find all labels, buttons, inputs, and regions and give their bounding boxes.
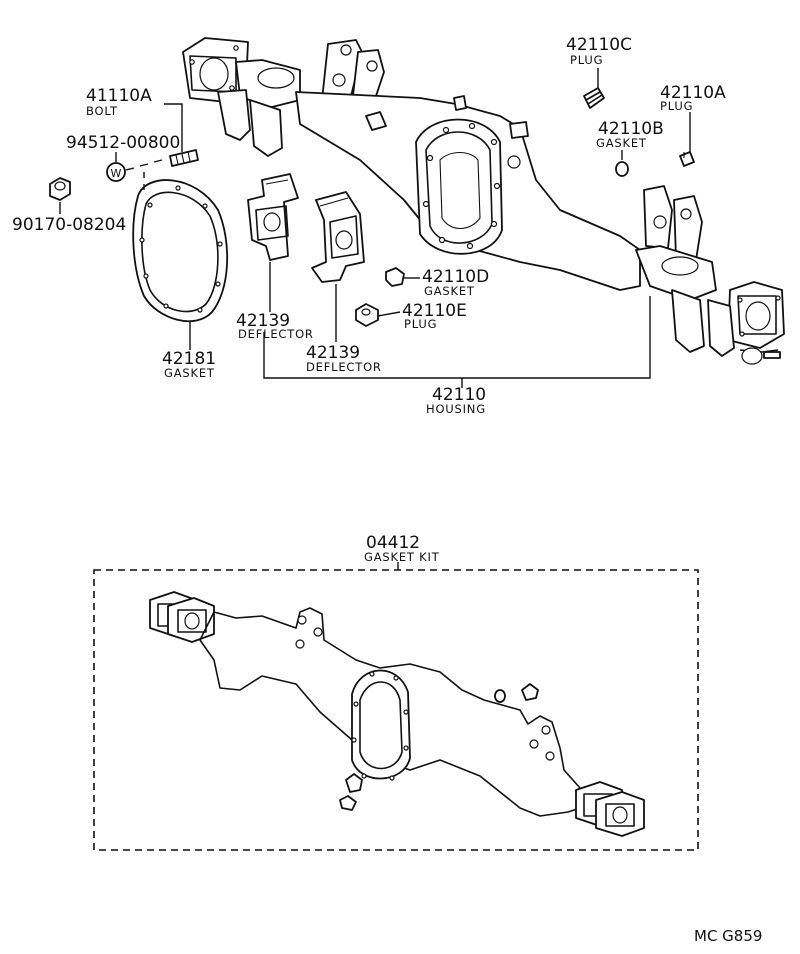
gasket-b-label: GASKET xyxy=(596,136,647,150)
nut-number: 90170-08204 xyxy=(12,215,126,235)
washer-drawing: W xyxy=(106,162,126,182)
leader-lines-upper xyxy=(59,68,691,388)
plug-c-label: PLUG xyxy=(570,53,603,67)
plug-e-number: 42110E xyxy=(402,301,467,321)
deflector-2-number: 42139 xyxy=(306,343,360,363)
gasket-kit-label: GASKET KIT xyxy=(364,550,440,564)
nut-drawing xyxy=(49,177,71,201)
plug-c-number: 42110C xyxy=(566,35,632,55)
plug-a-number: 42110A xyxy=(660,83,726,103)
plug-e-label: PLUG xyxy=(404,317,437,331)
plug-e-drawing xyxy=(355,303,379,327)
cover-gasket-number: 42181 xyxy=(162,349,216,369)
gasket-d-label: GASKET xyxy=(424,284,475,298)
deflector-1-number: 42139 xyxy=(236,311,290,331)
deflector-2-drawing xyxy=(311,191,365,283)
gasket-d-number: 42110D xyxy=(422,267,489,287)
axle-housing-drawing xyxy=(182,37,785,365)
gasket-b-drawing xyxy=(615,161,629,177)
cover-bolt-holes xyxy=(422,122,501,250)
gasket-kit-number: 04412 xyxy=(366,533,420,553)
deflector-2-label: DEFLECTOR xyxy=(306,360,382,374)
gasket-kit-drawing xyxy=(149,591,645,837)
gasket-kit-callout: 04412 GASKET KIT xyxy=(364,533,440,570)
washer-number: 94512-00800 xyxy=(66,133,180,153)
cover-gasket-drawing xyxy=(132,179,229,322)
plug-c-drawing xyxy=(583,87,605,109)
gasket-kit-frame xyxy=(93,569,699,851)
housing-label: HOUSING xyxy=(426,402,486,416)
callouts-upper: 42110C PLUG 42110A PLUG 42110B GASKET 41… xyxy=(12,35,726,416)
plug-a-drawing xyxy=(679,151,695,167)
cover-gasket-label: GASKET xyxy=(164,366,215,380)
housing-number: 42110 xyxy=(432,385,486,405)
deflector-1-drawing xyxy=(247,173,299,261)
plug-a-label: PLUG xyxy=(660,99,693,113)
washer-symbol: W xyxy=(111,167,122,180)
bolt-label: BOLT xyxy=(86,104,118,118)
deflector-1-label: DEFLECTOR xyxy=(238,327,314,341)
bolt-number: 41110A xyxy=(86,86,152,106)
gasket-d-drawing xyxy=(385,267,405,287)
diagram-code: MC G859 xyxy=(694,927,762,945)
gasket-b-number: 42110B xyxy=(598,119,664,139)
bolt-drawing xyxy=(169,149,199,167)
